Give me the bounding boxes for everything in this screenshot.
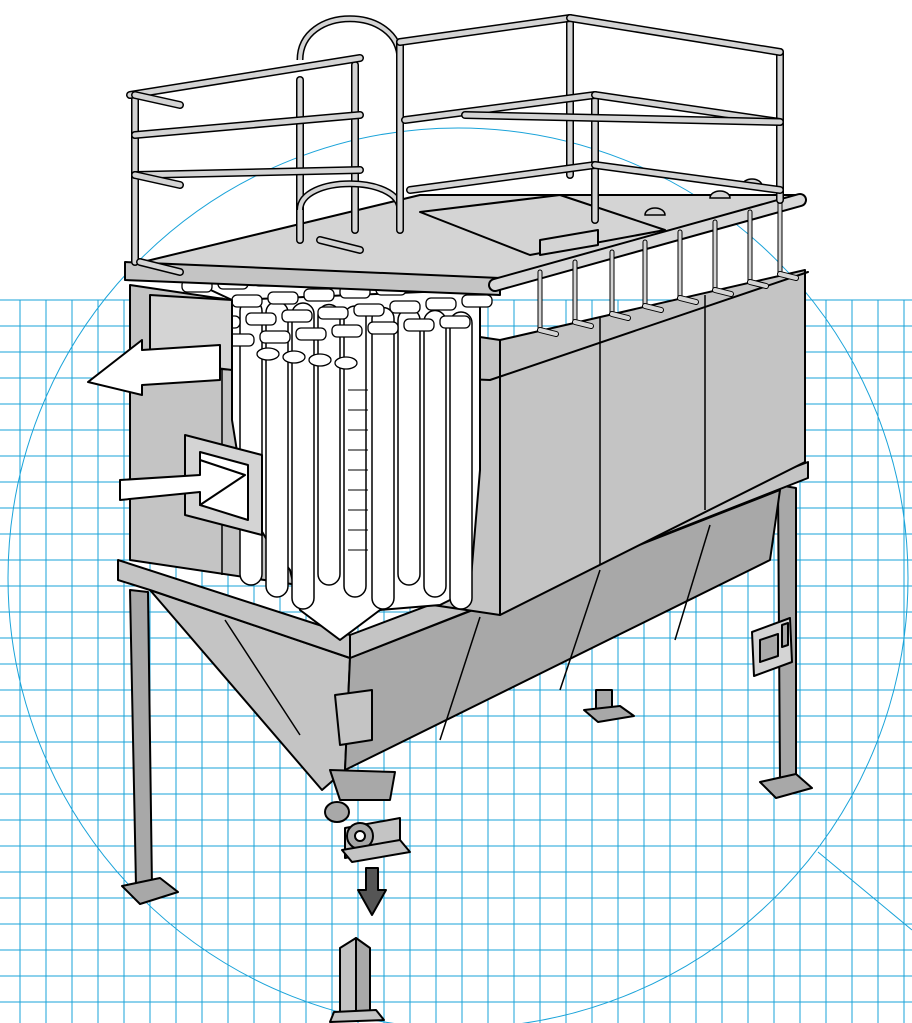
roof-edge-front <box>124 261 501 296</box>
tube-sheet-slot <box>331 324 363 338</box>
roof-platform <box>124 178 807 337</box>
discharge <box>324 801 411 1023</box>
blowpipe-nozzle-fill <box>678 296 698 304</box>
discharge-chute-side <box>355 937 371 1019</box>
filter-bag <box>291 302 315 610</box>
hopper-rib-4 <box>674 524 711 641</box>
discharge-chute-foot <box>329 1009 385 1023</box>
tube-sheet-slot <box>267 291 299 305</box>
leg-front-left <box>129 589 153 889</box>
ladder-hoop <box>298 181 402 211</box>
bag-opening <box>308 353 332 367</box>
background-circle <box>7 127 909 1023</box>
valve-motor-icon <box>324 801 350 823</box>
roof-hatch <box>419 194 666 256</box>
tube-sheet-slot <box>389 300 421 314</box>
tube-sheet-slot <box>317 306 349 320</box>
bag-opening <box>256 347 280 361</box>
tube-sheet-slot <box>281 309 313 323</box>
blowpipe-nozzle-fill <box>573 320 593 328</box>
rail-stub <box>132 92 183 108</box>
tube-sheet-slot <box>439 315 471 329</box>
deck-toe-stub <box>137 259 183 275</box>
pulse-valves <box>537 199 799 337</box>
foot-center <box>583 705 635 723</box>
hopper-outlet-neck <box>329 769 396 801</box>
rotary-valve-base <box>341 839 411 863</box>
filter-bags <box>239 299 473 610</box>
ducts <box>87 294 263 536</box>
rail-mid <box>132 112 363 138</box>
discharge-chute-front <box>339 937 357 1021</box>
filter-bag <box>371 306 395 610</box>
blowpipe-nozzle-fill <box>610 312 630 320</box>
roof-vent-dome <box>709 190 731 199</box>
rail-low <box>132 167 363 178</box>
rail-low <box>407 162 598 193</box>
ladder-hoop <box>298 16 402 61</box>
blowpipe-nozzle-fill <box>778 272 798 280</box>
rail-stub <box>132 172 183 188</box>
foot-back-right <box>759 773 813 799</box>
hopper-rib-3 <box>559 569 601 691</box>
bag-opening <box>334 356 358 370</box>
rail-top <box>567 15 783 55</box>
filter-bag <box>397 308 421 586</box>
roof-box <box>539 229 599 256</box>
blowpipe-nozzle-fill <box>713 288 733 296</box>
rail-top <box>397 15 573 45</box>
background-diagonal <box>817 851 912 931</box>
blowpipe-nozzle-fill <box>643 304 663 312</box>
roof-vent-dome <box>644 207 666 216</box>
filter-bag <box>449 311 473 610</box>
outlet-arrow-icon <box>87 339 221 396</box>
hopper-rib-1 <box>224 619 301 736</box>
bag-opening <box>282 350 306 364</box>
tube-sheet-slot <box>425 297 457 311</box>
discharge-arrow-icon <box>357 867 387 916</box>
tube-sheet-slot <box>461 294 493 308</box>
hopper-flange <box>334 689 373 746</box>
filter-bag <box>343 305 367 598</box>
deck-toe-stub <box>317 237 363 253</box>
tube-sheet-slot <box>353 303 385 317</box>
rail-mid <box>462 112 783 125</box>
hopper-rib-2 <box>439 616 481 741</box>
tube-sheet-slot <box>245 312 277 326</box>
tube-sheet-slot <box>259 330 291 344</box>
control-switch <box>759 633 779 663</box>
ladder-hoop-outline <box>296 15 404 61</box>
guard-railings <box>126 14 784 276</box>
hopper-rim-front <box>117 559 351 659</box>
rail-low <box>592 162 783 193</box>
blowpipe-nozzle-fill <box>538 328 558 336</box>
rail-mid <box>402 92 598 123</box>
tube-sheet-slot <box>295 327 327 341</box>
filter-bag <box>317 303 341 586</box>
foot-front-left <box>121 877 179 905</box>
tube-sheet-slot <box>303 288 335 302</box>
tube-sheet-slot <box>231 294 263 308</box>
blowpipe-nozzle-fill <box>748 280 768 288</box>
filter-bag <box>265 300 289 598</box>
rotary-valve-hub <box>354 830 366 842</box>
control-indicator <box>781 622 789 648</box>
rail-top <box>127 55 363 98</box>
control-box <box>751 617 793 677</box>
filter-bag <box>423 309 447 598</box>
inlet-arrow-icon <box>119 459 246 506</box>
tube-sheet-slot <box>403 318 435 332</box>
housing-right <box>499 269 806 616</box>
tube-sheet-slot <box>367 321 399 335</box>
